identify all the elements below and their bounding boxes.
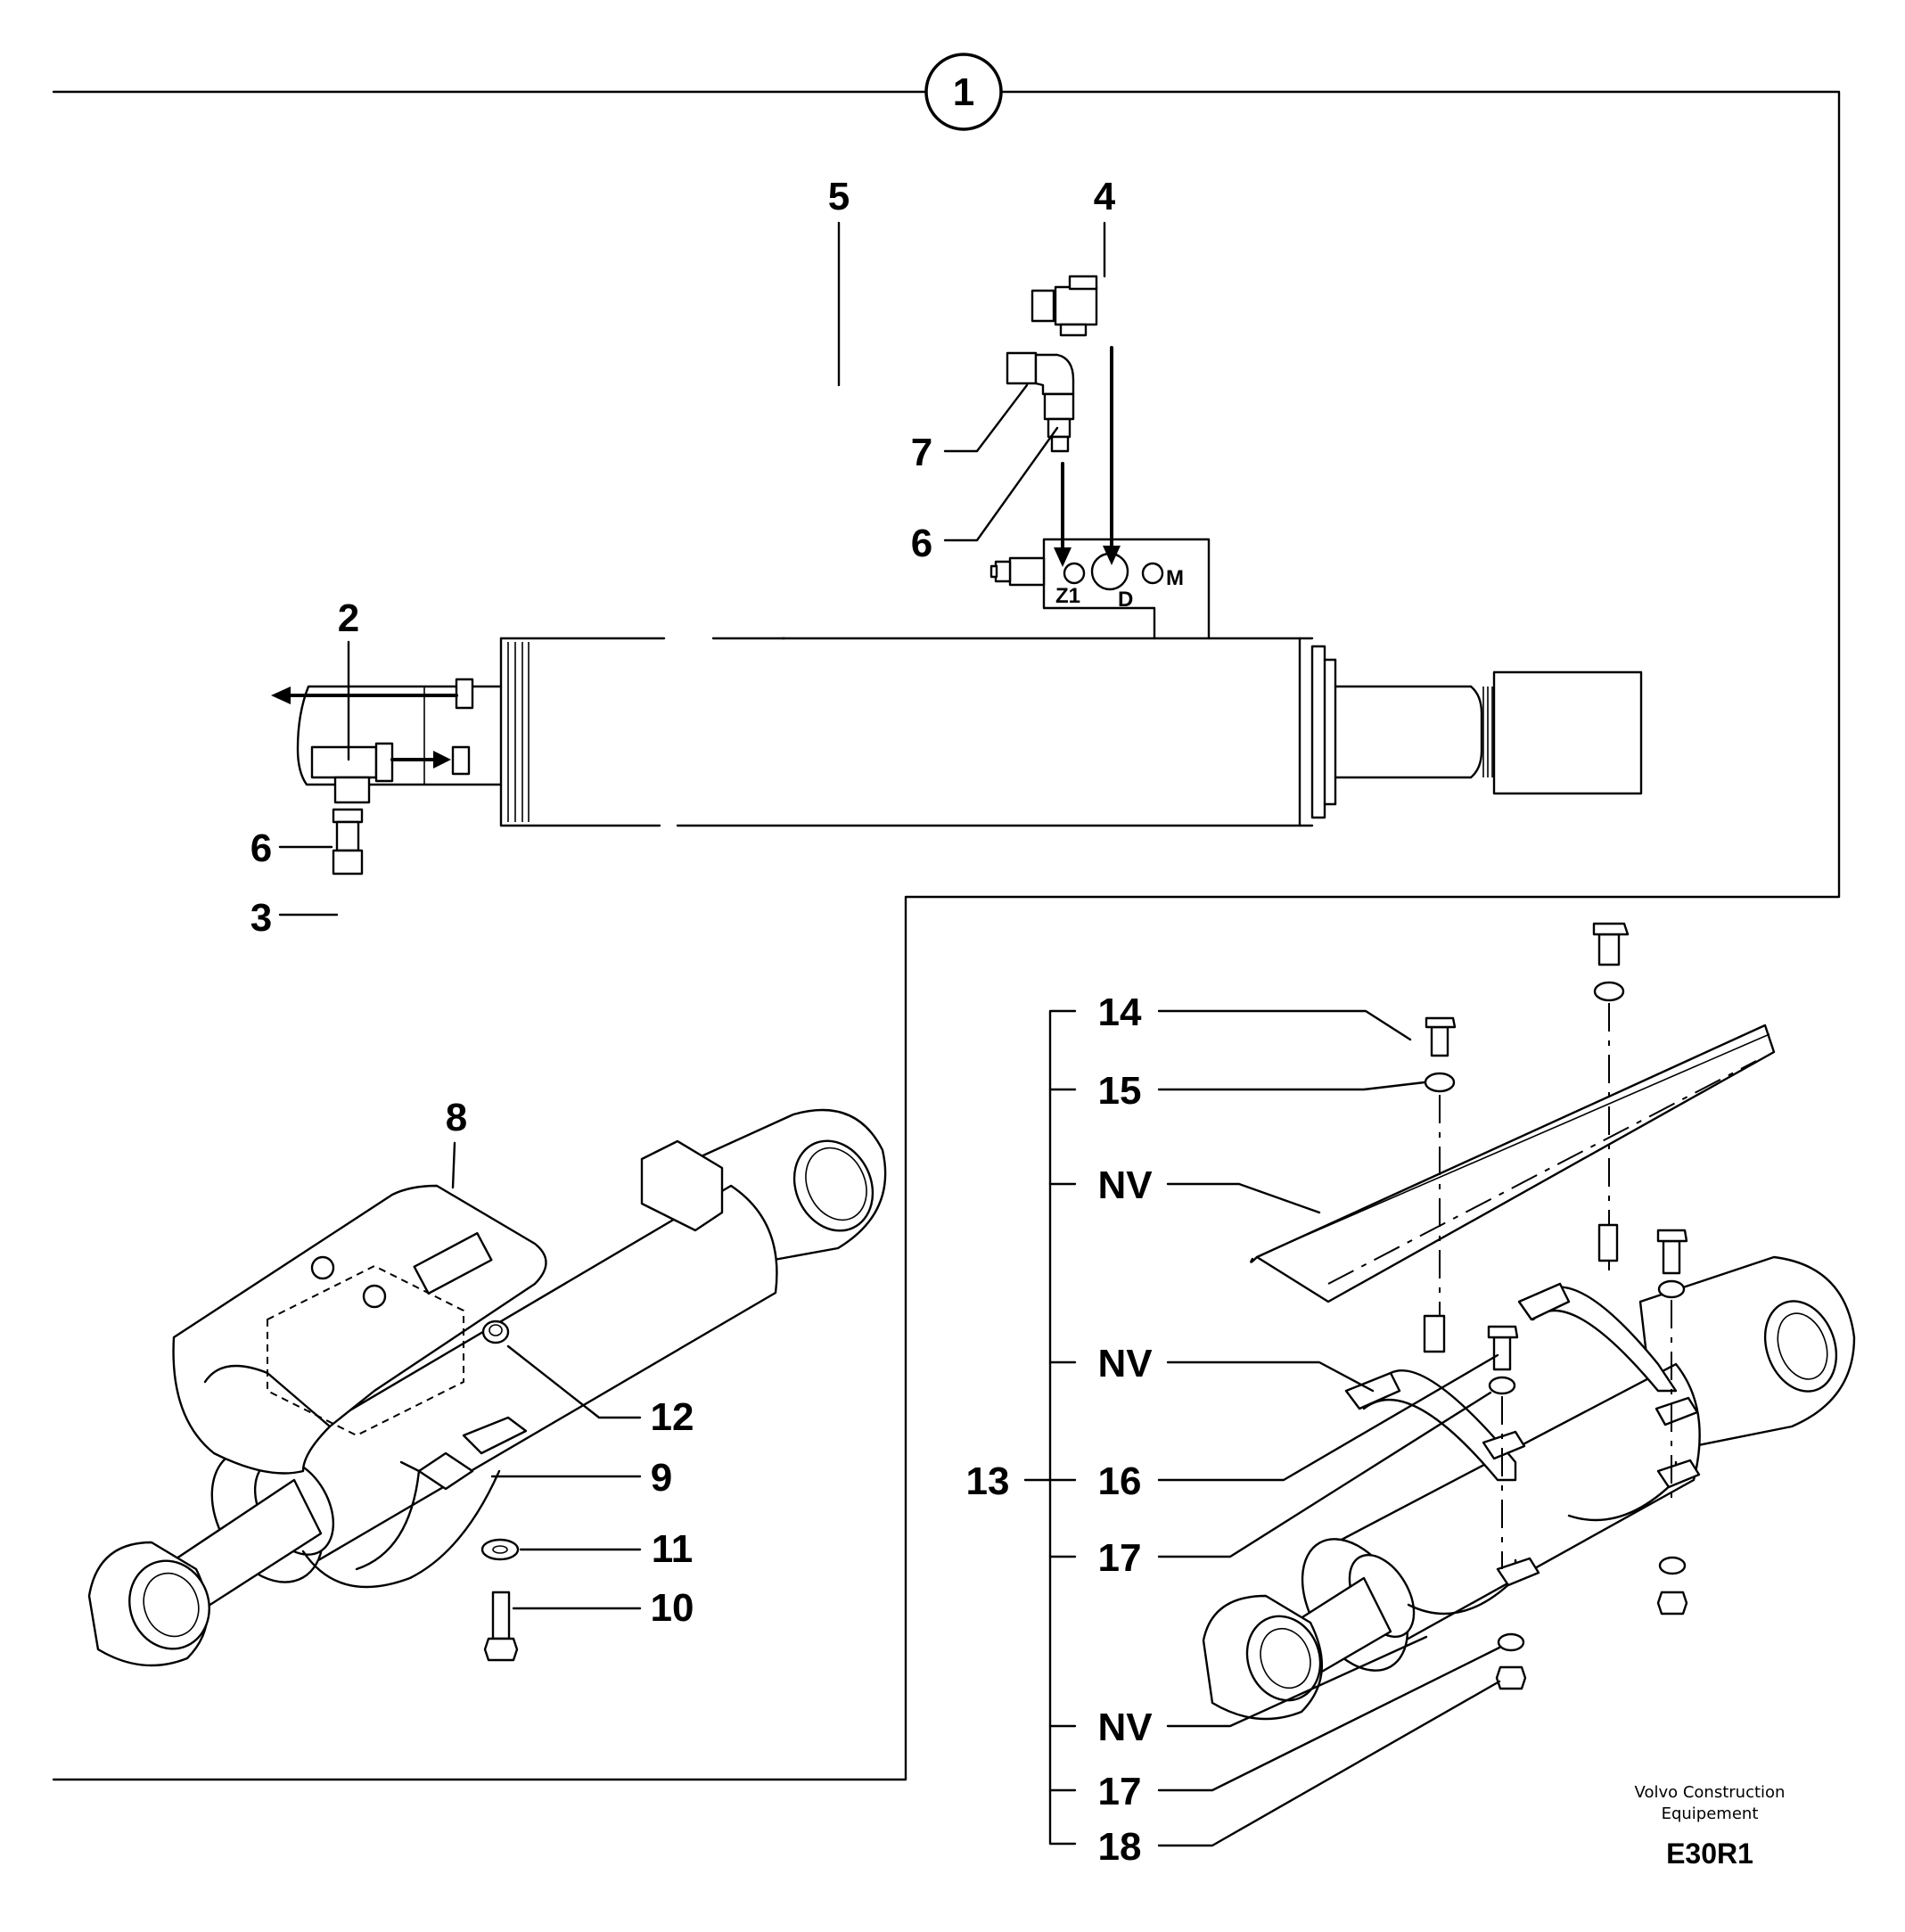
callout-5: 5 (828, 175, 850, 218)
callout-11: 11 (652, 1527, 694, 1571)
callout-18: 18 (1098, 1825, 1142, 1869)
callout-nv1: NV (1097, 1163, 1153, 1207)
callout-16: 16 (1098, 1459, 1142, 1503)
figure-footer: Volvo Construction Equipement E30R1 (1635, 1783, 1786, 1870)
callout-6a: 6 (911, 522, 932, 565)
fitting-items-4-7 (1006, 275, 1098, 453)
assembly-frame: 1 (52, 53, 1841, 1781)
callout-8: 8 (446, 1096, 467, 1139)
assembly-number: 1 (953, 70, 974, 114)
port-d-label: D (1118, 588, 1133, 612)
callout-14: 14 (1098, 991, 1142, 1034)
port-z1-label: Z1 (1055, 584, 1080, 608)
callout-nv3: NV (1097, 1706, 1153, 1749)
callout-nv2: NV (1097, 1342, 1153, 1385)
callout-13: 13 (966, 1459, 1010, 1503)
assembly-arrows (271, 346, 1121, 769)
callout-17a: 17 (1098, 1536, 1142, 1580)
callout-9: 9 (651, 1456, 672, 1500)
callout-4: 4 (1094, 175, 1116, 218)
port-m-label: M (1166, 566, 1184, 590)
callout-7: 7 (911, 431, 932, 474)
callout-12: 12 (651, 1395, 694, 1439)
callout-10: 10 (651, 1586, 694, 1630)
callouts-top: 5 4 7 6 2 6 3 (250, 175, 1116, 940)
callout-15: 15 (1098, 1069, 1142, 1113)
callout-2: 2 (338, 596, 359, 640)
manufacturer-line-1: Volvo Construction (1635, 1783, 1786, 1802)
callout-17b: 17 (1098, 1770, 1142, 1813)
cylinder-guard-view (87, 1108, 887, 1667)
assembly-number-circle (924, 53, 1003, 131)
clamp-cover-view (1202, 922, 1856, 1721)
callouts-left: 8 12 9 11 10 (446, 1096, 694, 1630)
callout-3: 3 (250, 896, 272, 940)
callouts-right: 14 15 NV NV 13 16 17 NV 17 18 (966, 991, 1501, 1869)
cylinder-side-view: Z1 D M (296, 538, 1643, 876)
figure-reference: E30R1 (1666, 1837, 1753, 1870)
callout-6b: 6 (250, 826, 272, 870)
manufacturer-line-2: Equipement (1662, 1805, 1759, 1823)
